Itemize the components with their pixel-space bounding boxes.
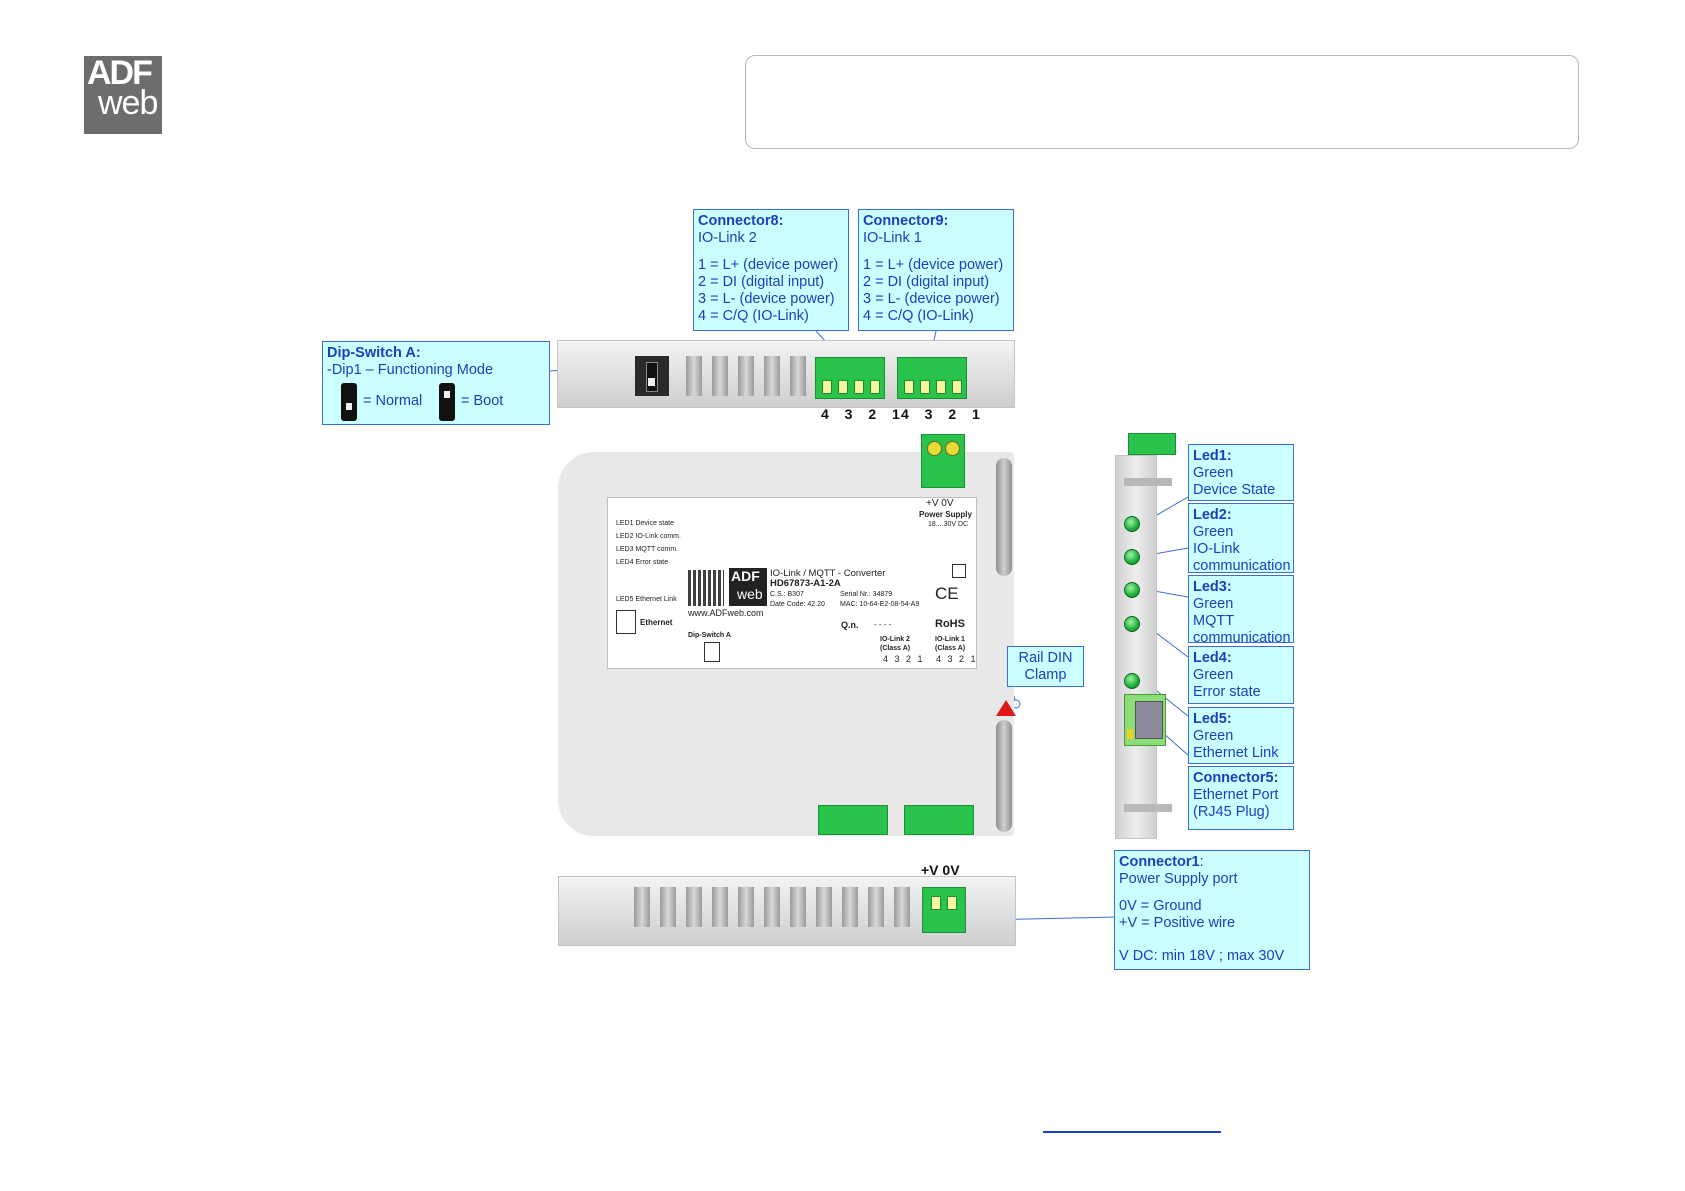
connector1-terminal [922, 887, 966, 933]
callout-connector1: Connector1: Power Supply port 0V = Groun… [1114, 850, 1310, 970]
led3-indicator [1124, 582, 1140, 598]
device-side-view [1115, 455, 1157, 839]
connector9-terminal-front [904, 805, 974, 835]
label-led5: LED5 Ethernet Link [616, 596, 677, 603]
led4-indicator [1124, 616, 1140, 632]
adfweb-logo: ADF web [84, 54, 162, 134]
callout-led1: Led1: Green Device State [1188, 444, 1294, 501]
rail-clamp-lever[interactable] [996, 700, 1016, 716]
din-clip-top [996, 458, 1012, 576]
callout-led3: Led3: Green MQTT communication [1188, 575, 1294, 646]
connector8-terminal-top [815, 357, 885, 399]
connector9-terminal-top [897, 357, 967, 399]
device-label: LED1 Device state LED2 IO-Link comm. LED… [607, 497, 977, 669]
footer-link[interactable] [1043, 1131, 1221, 1133]
ethernet-port-icon [616, 610, 636, 634]
callout-rail-clamp: Rail DIN Clamp [1007, 646, 1084, 687]
pin-labels-connector9: 4 3 2 1 [901, 406, 986, 422]
callout-connector9: Connector9: IO-Link 1 1 = L+ (device pow… [858, 209, 1014, 331]
header-frame [745, 55, 1579, 149]
pin-labels-connector8: 4 3 2 1 [821, 406, 906, 422]
label-dip-icon [704, 642, 720, 662]
led1-indicator [1124, 516, 1140, 532]
rj45-port[interactable] [1124, 694, 1166, 746]
din-clip-bottom [996, 720, 1012, 832]
dip-normal-icon [341, 383, 357, 421]
callout-connector5: Connector5: Ethernet Port (RJ45 Plug) [1188, 766, 1294, 830]
bottom-power-label: +V 0V [921, 862, 960, 878]
label-led2: LED2 IO-Link comm. [616, 533, 681, 540]
weee-bin-icon [952, 564, 966, 578]
rohs-mark: RoHS [935, 618, 965, 630]
power-terminal-front [921, 434, 965, 488]
label-led3: LED3 MQTT comm. [616, 546, 679, 553]
callout-dipswitch: Dip-Switch A: -Dip1 – Functioning Mode =… [322, 341, 550, 425]
led2-indicator [1124, 549, 1140, 565]
dip-boot-icon [439, 383, 455, 421]
qr-code-icon [688, 570, 724, 606]
side-power-terminal [1128, 433, 1176, 455]
dip-switch-on-device[interactable] [635, 356, 669, 396]
callout-led2: Led2: Green IO-Link communication [1188, 503, 1294, 574]
callout-led5: Led5: Green Ethernet Link [1188, 707, 1294, 764]
connector8-terminal-front [818, 805, 888, 835]
callout-led4: Led4: Green Error state [1188, 646, 1294, 704]
callout-connector8: Connector8: IO-Link 2 1 = L+ (device pow… [693, 209, 849, 331]
ce-mark: CE [935, 584, 959, 603]
led5-indicator [1124, 673, 1140, 689]
label-led4: LED4 Error state [616, 559, 669, 566]
label-led1: LED1 Device state [616, 520, 674, 527]
label-logo: ADF web [729, 568, 767, 606]
